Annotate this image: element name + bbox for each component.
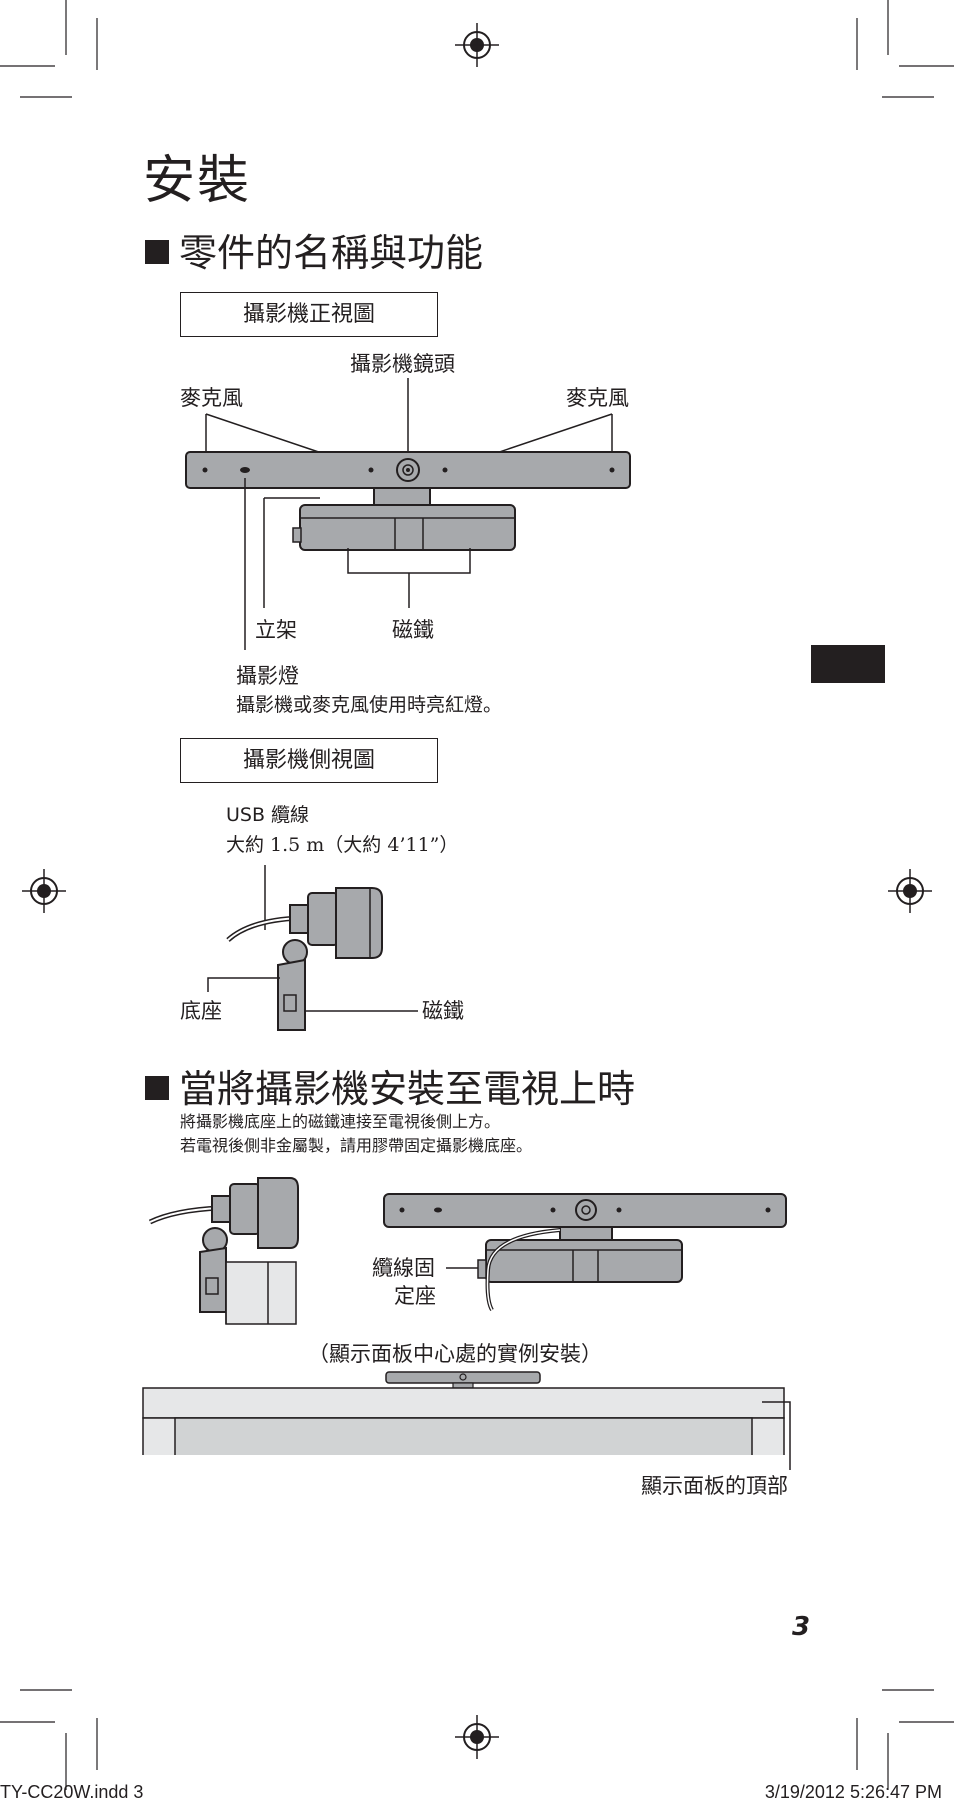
footer-file: TY-CC20W.indd 3 bbox=[0, 1782, 144, 1802]
bullet-square-icon bbox=[145, 240, 169, 264]
usb-cable-label: USB 纜線 bbox=[226, 804, 310, 826]
usb-cable-length: 大約 1.5 m（大約 4’11”） bbox=[226, 834, 459, 856]
page-number: 3 bbox=[792, 1612, 811, 1642]
page-title: 安裝 bbox=[143, 151, 252, 211]
cable-clamp-label-2: 定座 bbox=[394, 1284, 436, 1308]
lens-label: 攝影機鏡頭 bbox=[350, 352, 455, 376]
section-heading-mounting-text: 當將攝影機安裝至電視上時 bbox=[179, 1067, 636, 1111]
side-view-label: 攝影機側視圖 bbox=[180, 738, 438, 783]
mic-left-label: 麥克風 bbox=[180, 386, 243, 410]
cable-clamp-label-1: 纜線固 bbox=[372, 1256, 435, 1280]
section-heading-mounting: 當將攝影機安裝至電視上時 bbox=[145, 1058, 635, 1113]
base-label: 底座 bbox=[180, 999, 222, 1023]
mic-right-label: 麥克風 bbox=[566, 386, 629, 410]
registration-mark-top bbox=[455, 23, 499, 67]
section-heading-parts: 零件的名稱與功能 bbox=[145, 222, 483, 277]
registration-mark-left bbox=[22, 869, 66, 913]
stand-label: 立架 bbox=[255, 618, 297, 642]
panel-top-label: 顯示面板的頂部 bbox=[641, 1474, 788, 1498]
side-magnet-label: 磁鐵 bbox=[422, 999, 464, 1023]
magnet-label: 磁鐵 bbox=[392, 618, 434, 642]
registration-mark-right bbox=[888, 869, 932, 913]
light-label: 攝影燈 bbox=[236, 664, 299, 688]
section-heading-parts-text: 零件的名稱與功能 bbox=[179, 231, 484, 275]
camera-side-diagram bbox=[207, 865, 418, 1031]
front-view-label: 攝影機正視圖 bbox=[180, 292, 438, 337]
light-description: 攝影機或麥克風使用時亮紅燈。 bbox=[236, 694, 503, 716]
chapter-tab bbox=[811, 645, 885, 683]
footer-datetime: 3/19/2012 5:26:47 PM bbox=[764, 1782, 942, 1802]
camera-light-icon bbox=[240, 467, 250, 473]
example-caption: （顯示面板中心處的實例安裝） bbox=[308, 1342, 602, 1366]
mounting-instruction-2: 若電視後側非金屬製，請用膠帶固定攝影機底座。 bbox=[180, 1136, 533, 1155]
bullet-square-icon bbox=[145, 1076, 169, 1100]
camera-front-diagram bbox=[185, 378, 631, 650]
mounting-instruction-1: 將攝影機底座上的磁鐵連接至電視後側上方。 bbox=[180, 1112, 501, 1131]
mounting-diagram bbox=[142, 1177, 791, 1470]
registration-mark-bottom bbox=[455, 1715, 499, 1759]
